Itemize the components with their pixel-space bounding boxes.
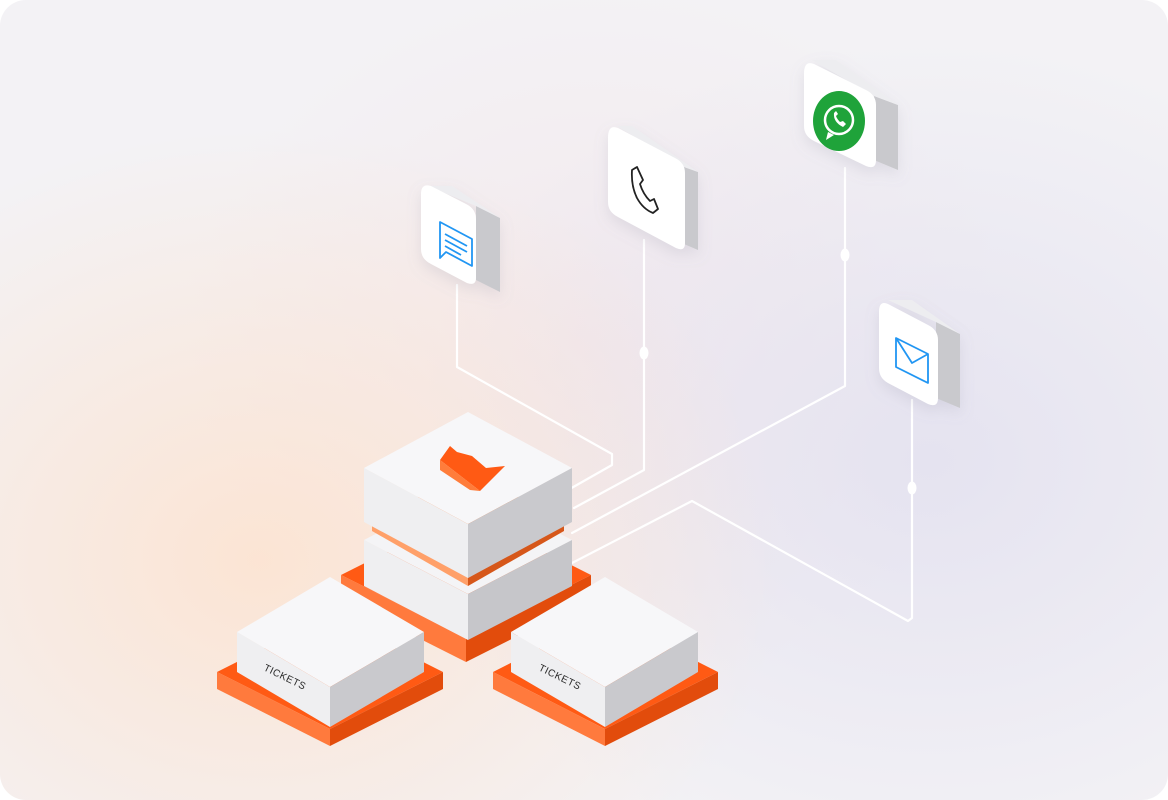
ticket-tile-1	[217, 577, 443, 746]
phone-icon	[630, 166, 659, 214]
chat-connector	[455, 283, 614, 492]
email-connector-node	[907, 481, 917, 495]
whatsapp-connector-node	[840, 248, 850, 262]
whatsapp-connector	[570, 166, 847, 535]
ticket-tile-2	[493, 577, 718, 746]
phone-tile	[608, 126, 698, 250]
chat-tile	[421, 185, 500, 292]
connector-lines	[455, 166, 914, 623]
whatsapp-icon	[813, 91, 865, 151]
phone-connector	[572, 238, 646, 510]
email-icon	[895, 337, 929, 384]
phone-connector-node	[639, 346, 649, 360]
brand-logo-icon	[440, 446, 505, 491]
chat-icon	[439, 221, 473, 267]
email-connector	[570, 398, 914, 623]
connector-nodes	[639, 248, 917, 495]
email-tile	[879, 300, 960, 408]
